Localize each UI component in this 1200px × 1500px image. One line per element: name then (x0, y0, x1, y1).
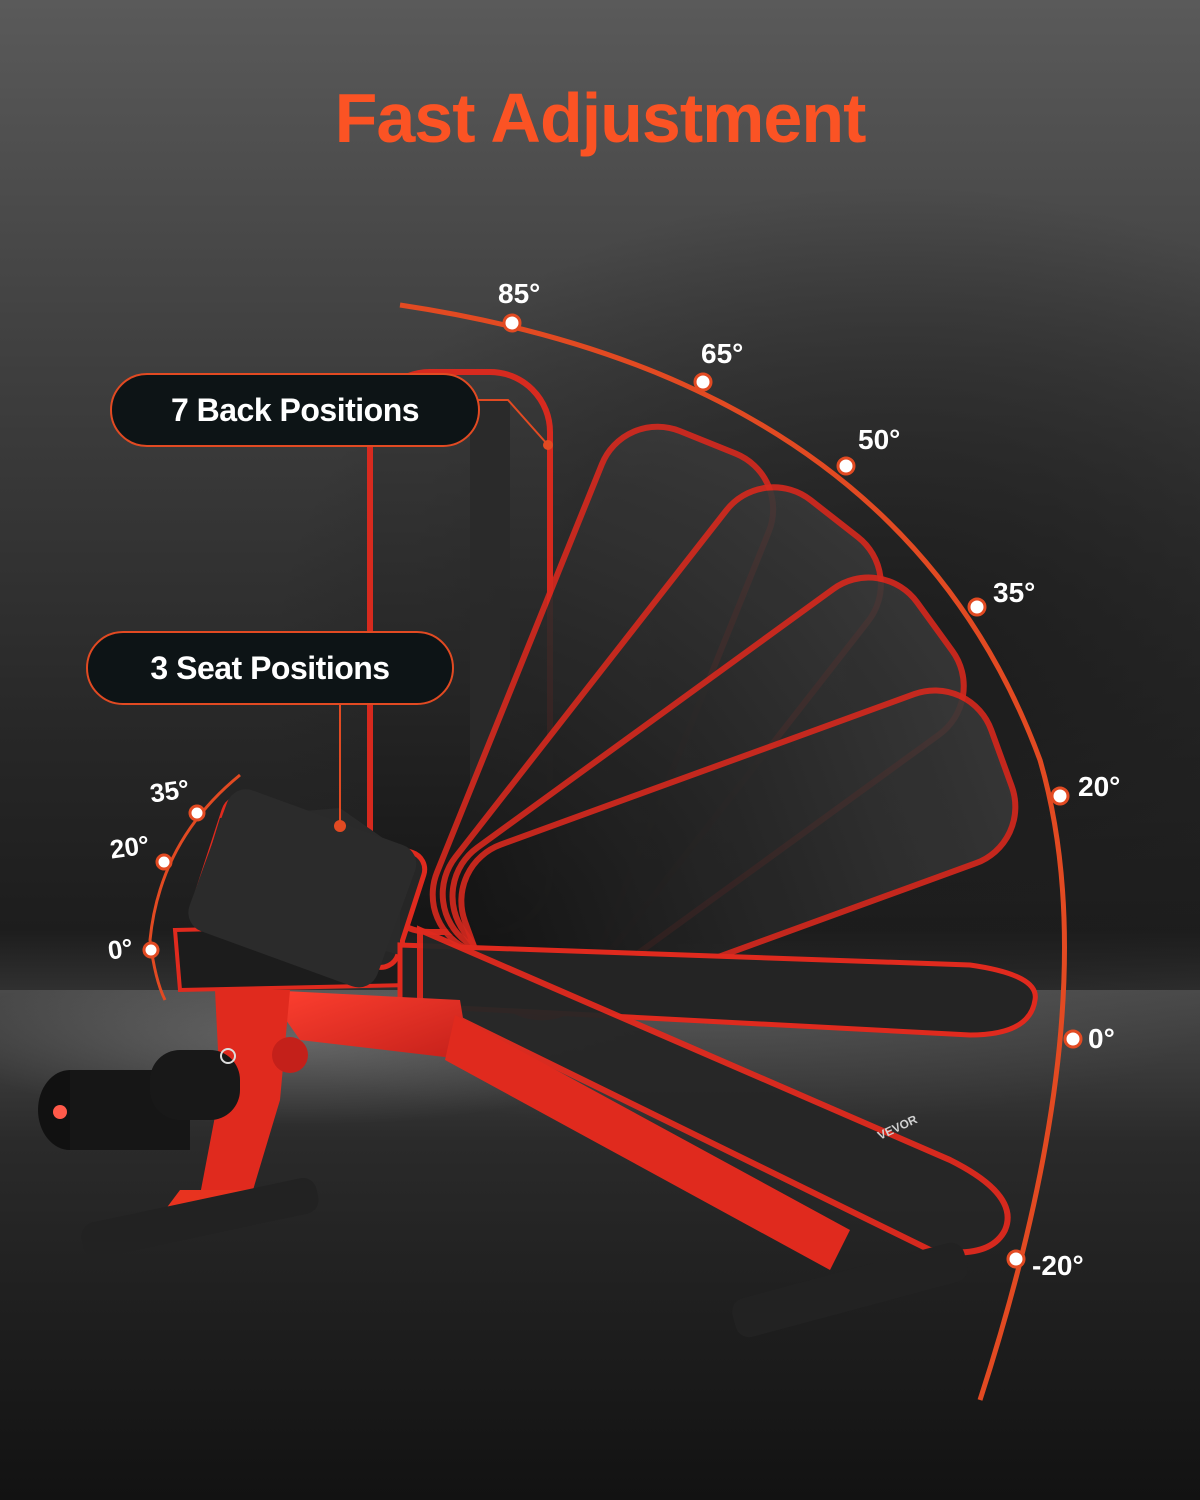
back-angle-label: 0° (1088, 1023, 1115, 1054)
page-title: Fast Adjustment (334, 79, 867, 157)
bench-frame (38, 990, 968, 1338)
back-angle-label: 50° (858, 424, 901, 455)
back-angle-arc (399, 302, 1083, 1401)
seat-angle-arc (142, 773, 241, 1001)
marker-neg20 (1006, 1249, 1026, 1269)
marker-85 (502, 313, 522, 333)
back-angle-label: 85° (498, 278, 541, 309)
back-angle-label: 35° (993, 577, 1036, 608)
marker-50 (836, 456, 856, 476)
callout-leaders (334, 399, 553, 832)
seat-positions (172, 789, 428, 993)
back-angle-label: 65° (701, 338, 744, 369)
seat-angle-label: 20° (108, 829, 152, 865)
marker-35 (967, 597, 987, 617)
backrest-positions (367, 369, 1019, 1021)
marker-20 (1050, 786, 1070, 806)
seat-positions-callout: 3 Seat Positions (86, 631, 454, 705)
back-positions-callout: 7 Back Positions (110, 373, 480, 447)
marker-65 (693, 372, 713, 392)
seat-marker-35 (188, 804, 206, 822)
back-angle-label: 20° (1078, 771, 1121, 802)
seat-angle-label: 0° (105, 932, 135, 966)
marker-0 (1063, 1029, 1083, 1049)
seat-angle-label: 35° (148, 773, 192, 809)
back-angle-label: -20° (1032, 1250, 1084, 1281)
seat-marker-20 (155, 853, 173, 871)
seat-marker-0 (142, 941, 160, 959)
